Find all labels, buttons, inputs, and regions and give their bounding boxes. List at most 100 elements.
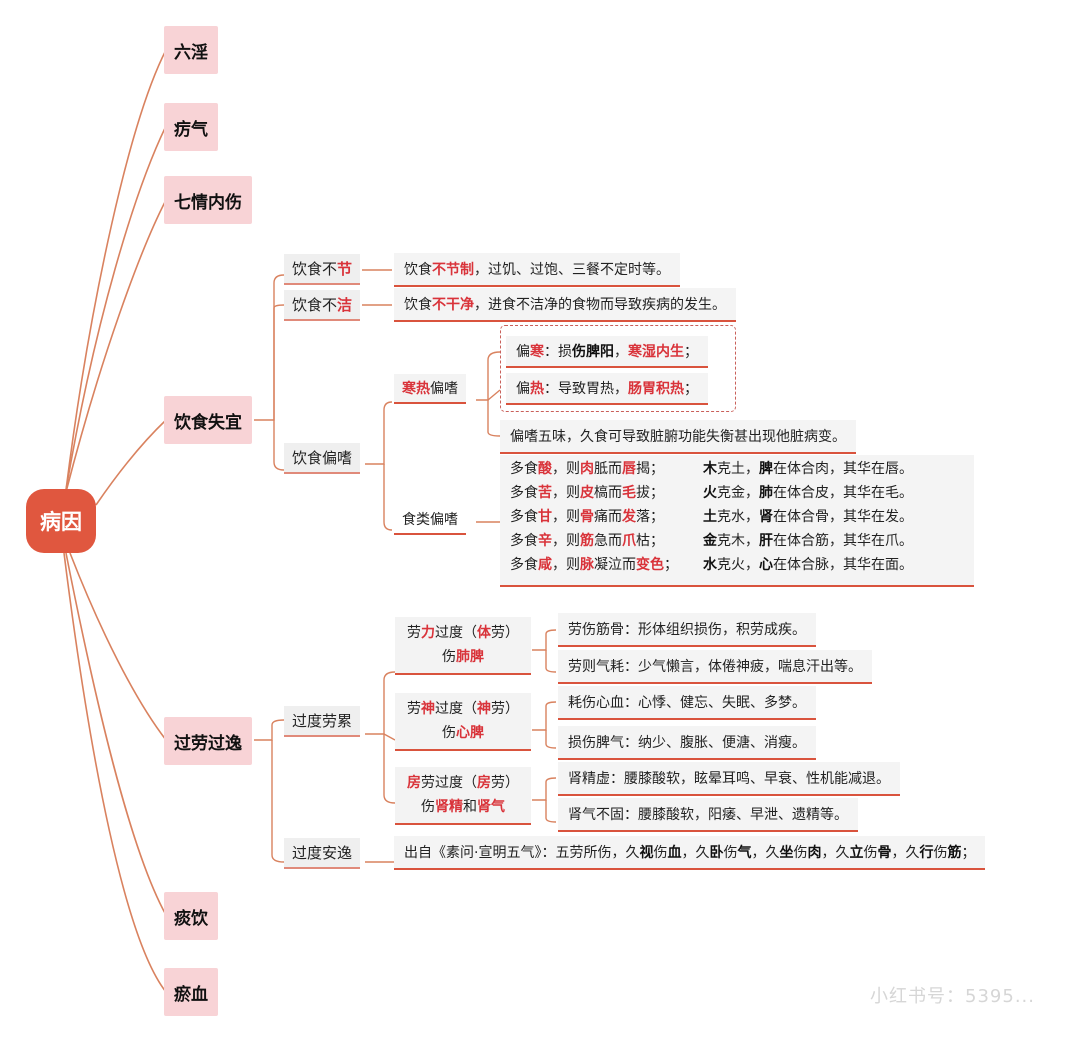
node-yinshi-bujie-clean[interactable]: 饮食不洁 xyxy=(284,290,361,321)
t-hl: 体 xyxy=(477,625,491,641)
t-hl: 力 xyxy=(421,625,435,641)
cause-yuxue[interactable]: 瘀血 xyxy=(164,968,218,1016)
text-bold: 肾 xyxy=(759,509,773,525)
label-highlight: 寒热 xyxy=(402,381,430,397)
text: ，则 xyxy=(552,533,580,549)
cause-liuyin[interactable]: 六淫 xyxy=(164,26,218,74)
text-bold: 肺 xyxy=(759,485,773,501)
leaf-fang-2: 肾气不固：腰膝酸软，阳痿、早泄、遗精等。 xyxy=(558,798,858,832)
t: 劳过度（ xyxy=(421,775,477,791)
t-bold: 行 xyxy=(919,845,934,861)
t-bold: 伤脾阳 xyxy=(572,344,614,360)
t-hl: 肠胃积热 xyxy=(628,381,684,397)
node-laoshen[interactable]: 劳神过度（神劳） 伤心脾 xyxy=(395,693,531,751)
text: 槁而 xyxy=(594,485,622,501)
flavor-row: 多食甘，则骨痛而发落；土克水，肾在体合骨，其华在发。 xyxy=(510,505,974,529)
text: ； xyxy=(664,557,678,573)
t: 劳 xyxy=(407,625,421,641)
node-anyi[interactable]: 过度安逸 xyxy=(284,838,361,869)
cause-liqi[interactable]: 疠气 xyxy=(164,103,218,151)
t-bold: 骨 xyxy=(877,845,892,861)
line: 房劳过度（房劳） xyxy=(403,771,523,795)
cause-yinshi[interactable]: 饮食失宜 xyxy=(164,396,252,444)
cause-tanyin[interactable]: 痰饮 xyxy=(164,892,218,940)
text: 多食 xyxy=(510,461,538,477)
watermark: 小红书号：5395... xyxy=(870,986,1035,1007)
t: 偏 xyxy=(516,381,530,397)
cause-guolao[interactable]: 过劳过逸 xyxy=(164,717,252,765)
element-relation: 木克土，脾在体合肉，其华在唇。 xyxy=(703,457,913,481)
text-highlight: 发 xyxy=(622,509,636,525)
text: 在体合皮，其华在毛。 xyxy=(773,485,913,501)
flavor-row: 多食咸，则脉凝泣而变色；水克火，心在体合脉，其华在面。 xyxy=(510,553,974,577)
label-part: 饮食不 xyxy=(292,260,338,278)
t: ； xyxy=(961,845,976,861)
t-bold: 坐 xyxy=(779,845,794,861)
text-highlight: 骨 xyxy=(580,509,594,525)
t: ：损 xyxy=(544,344,572,360)
text-highlight: 唇 xyxy=(622,461,636,477)
flavor-row: 多食辛，则筋急而爪枯；金克木，肝在体合筋，其华在爪。 xyxy=(510,529,974,553)
text: 多食 xyxy=(510,485,538,501)
t-bold: 肉 xyxy=(807,845,822,861)
leaf-bujie-desc: 饮食不节制，过饥、过饱、三餐不定时等。 xyxy=(394,253,680,287)
text: 在体合脉，其华在面。 xyxy=(773,557,913,573)
t: 伤 xyxy=(863,845,878,861)
line: 伤肾精和肾气 xyxy=(403,795,523,819)
dashed-group xyxy=(500,325,736,412)
leaf-fang-1: 肾精虚：腰膝酸软，眩晕耳鸣、早衰、性机能减退。 xyxy=(558,762,900,796)
element-relation: 土克水，肾在体合骨，其华在发。 xyxy=(703,505,913,529)
flavor-effect: 多食苦，则皮槁而毛拔； xyxy=(510,481,703,505)
node-laoli[interactable]: 劳力过度（体劳） 伤肺脾 xyxy=(395,617,531,675)
text: 克火， xyxy=(717,557,759,573)
five-flavors-table: 多食酸，则肉胝而唇揭；木克土，脾在体合肉，其华在唇。多食苦，则皮槁而毛拔；火克金… xyxy=(500,455,974,587)
t: 劳） xyxy=(491,701,519,717)
text: ，过饥、过饱、三餐不定时等。 xyxy=(474,262,670,278)
node-shilei[interactable]: 食类偏嗜 xyxy=(394,505,466,535)
text-bold: 心 xyxy=(759,557,773,573)
t: ， xyxy=(614,344,628,360)
line: 伤心脾 xyxy=(403,721,523,745)
label-highlight: 洁 xyxy=(337,296,353,314)
leaf-pianre: 偏热：导致胃热，肠胃积热； xyxy=(506,373,708,405)
flavor-effect: 多食酸，则肉胝而唇揭； xyxy=(510,457,703,481)
text: 胝而 xyxy=(594,461,622,477)
cause-qiqing[interactable]: 七情内伤 xyxy=(164,176,252,224)
node-yinshi-bujie[interactable]: 饮食不节 xyxy=(284,254,361,285)
text: 克水， xyxy=(717,509,759,525)
text: ，进食不洁净的食物而导致疾病的发生。 xyxy=(474,297,726,313)
text: 克土， xyxy=(717,461,759,477)
node-pianshi[interactable]: 饮食偏嗜 xyxy=(284,443,361,474)
t: ； xyxy=(684,381,698,397)
node-leilei[interactable]: 过度劳累 xyxy=(284,706,361,737)
text-highlight: 筋 xyxy=(580,533,594,549)
node-hanre[interactable]: 寒热偏嗜 xyxy=(394,374,466,404)
text: 多食 xyxy=(510,533,538,549)
leaf-wuwei: 偏嗜五味，久食可导致脏腑功能失衡甚出现他脏病变。 xyxy=(500,420,856,454)
text-highlight: 甘 xyxy=(538,509,552,525)
t-bold: 立 xyxy=(849,845,864,861)
t-hl: 热 xyxy=(530,381,544,397)
t: 伤 xyxy=(442,649,456,665)
root-node[interactable]: 病因 xyxy=(26,489,96,553)
line: 劳力过度（体劳） xyxy=(403,621,523,645)
text-highlight: 咸 xyxy=(538,557,552,573)
t-hl: 神 xyxy=(421,701,435,717)
flavor-effect: 多食辛，则筋急而爪枯； xyxy=(510,529,703,553)
t-hl: 神 xyxy=(477,701,491,717)
text-bold: 肝 xyxy=(759,533,773,549)
text-highlight: 肉 xyxy=(580,461,594,477)
text-highlight: 不干净 xyxy=(432,297,474,313)
t-hl: 肾精 xyxy=(435,799,463,815)
node-fanglao[interactable]: 房劳过度（房劳） 伤肾精和肾气 xyxy=(395,767,531,825)
leaf-anyi-desc: 出自《素问·宣明五气》：五劳所伤，久视伤血，久卧伤气，久坐伤肉，久立伤骨，久行伤… xyxy=(394,836,986,870)
text: 凝泣而 xyxy=(594,557,636,573)
text-highlight: 苦 xyxy=(538,485,552,501)
text: 拔； xyxy=(636,485,664,501)
label-highlight: 节 xyxy=(337,260,353,278)
t: 过度（ xyxy=(435,701,477,717)
element-relation: 金克木，肝在体合筋，其华在爪。 xyxy=(703,529,913,553)
t: 伤 xyxy=(723,845,738,861)
label-part: 偏嗜 xyxy=(430,381,458,397)
flavor-row: 多食酸，则肉胝而唇揭；木克土，脾在体合肉，其华在唇。 xyxy=(510,457,974,481)
